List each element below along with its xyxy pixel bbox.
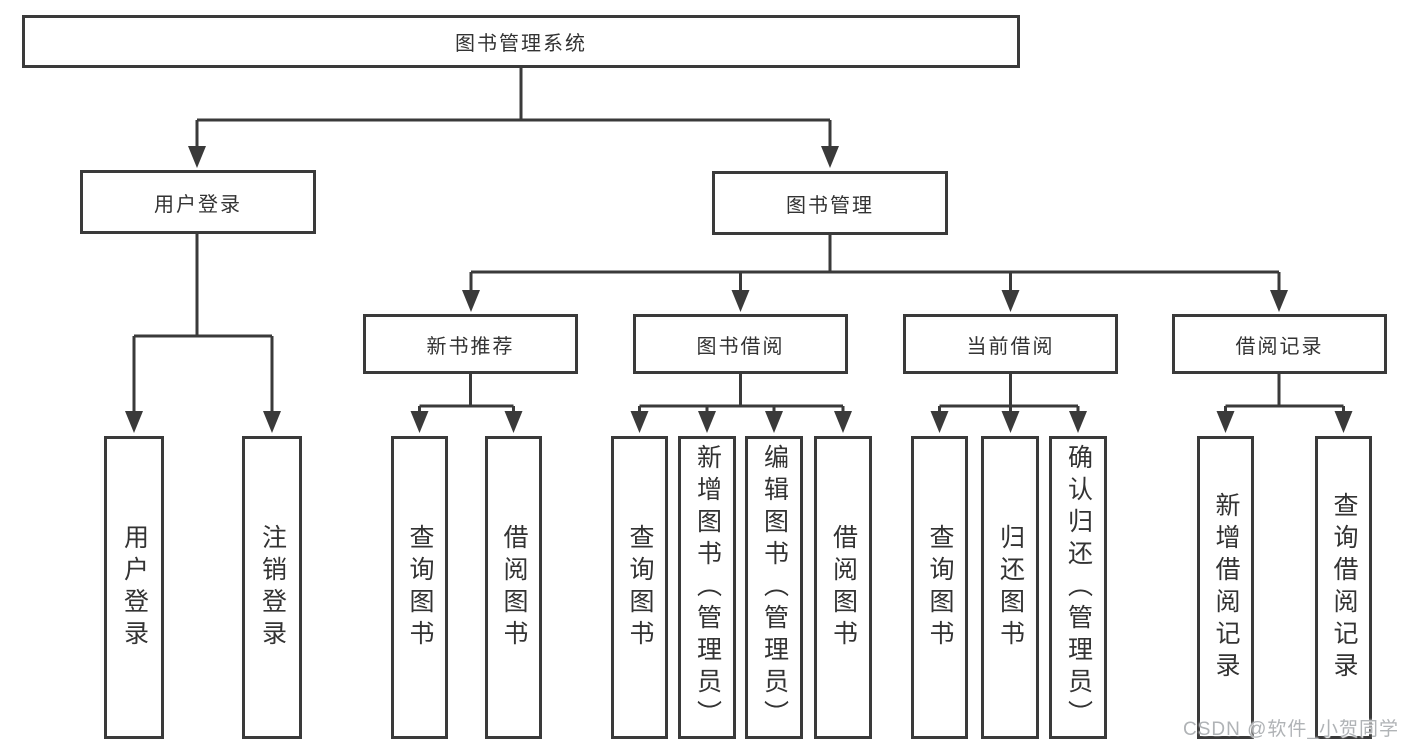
- node-label: 新书推荐: [426, 335, 515, 358]
- node-query-books-current: 查询图书: [911, 436, 968, 739]
- node-label: 图书管理系统: [455, 33, 587, 55]
- node-query-books-borrowing: 查询图书: [611, 436, 668, 739]
- node-label: 图书管理: [786, 194, 874, 217]
- node-query-borrow-record: 查询借阅记录: [1315, 436, 1372, 739]
- node-label: 查询图书: [626, 523, 654, 652]
- node-add-borrow-record: 新增借阅记录: [1197, 436, 1254, 739]
- node-label: 查询借阅记录: [1330, 491, 1358, 684]
- node-current-borrowing: 当前借阅: [903, 314, 1118, 374]
- node-label: 查询图书: [926, 523, 954, 652]
- node-confirm-return-admin: 确认归还（管理员）: [1049, 436, 1107, 739]
- csdn-watermark: CSDN @软件_小贺同学: [1183, 719, 1399, 740]
- node-book-borrowing: 图书借阅: [633, 314, 848, 374]
- node-label: 用户登录: [154, 193, 242, 216]
- node-new-book-recommendation: 新书推荐: [363, 314, 578, 374]
- node-label: 归还图书: [996, 523, 1025, 652]
- node-label: 用户登录: [120, 523, 149, 652]
- node-label: 编辑图书（管理员）: [760, 443, 789, 732]
- node-book-management: 图书管理: [712, 171, 948, 235]
- node-borrow-books-recommend: 借阅图书: [485, 436, 542, 739]
- node-label: 当前借阅: [966, 335, 1055, 358]
- node-borrowing-records: 借阅记录: [1172, 314, 1387, 374]
- node-borrow-books-leaf: 借阅图书: [814, 436, 872, 739]
- node-edit-book-admin: 编辑图书（管理员）: [745, 436, 803, 739]
- node-logout-leaf: 注销登录: [242, 436, 302, 739]
- node-label: 注销登录: [258, 523, 287, 652]
- node-label: 借阅图书: [829, 523, 858, 652]
- arrowheads: [125, 146, 1353, 433]
- node-label: 新增图书（管理员）: [693, 443, 722, 732]
- node-add-book-admin: 新增图书（管理员）: [678, 436, 736, 739]
- node-label: 借阅图书: [500, 523, 528, 652]
- node-label: 查询图书: [406, 523, 434, 652]
- node-label: 新增借阅记录: [1212, 491, 1240, 684]
- node-label: 确认归还（管理员）: [1064, 443, 1093, 732]
- node-user-login: 用户登录: [80, 170, 316, 234]
- node-label: 借阅记录: [1235, 335, 1324, 358]
- node-return-books: 归还图书: [981, 436, 1039, 739]
- node-user-login-leaf: 用户登录: [104, 436, 164, 739]
- node-query-books-recommend: 查询图书: [391, 436, 448, 739]
- node-library-management-system: 图书管理系统: [22, 15, 1020, 68]
- node-label: 图书借阅: [696, 335, 785, 358]
